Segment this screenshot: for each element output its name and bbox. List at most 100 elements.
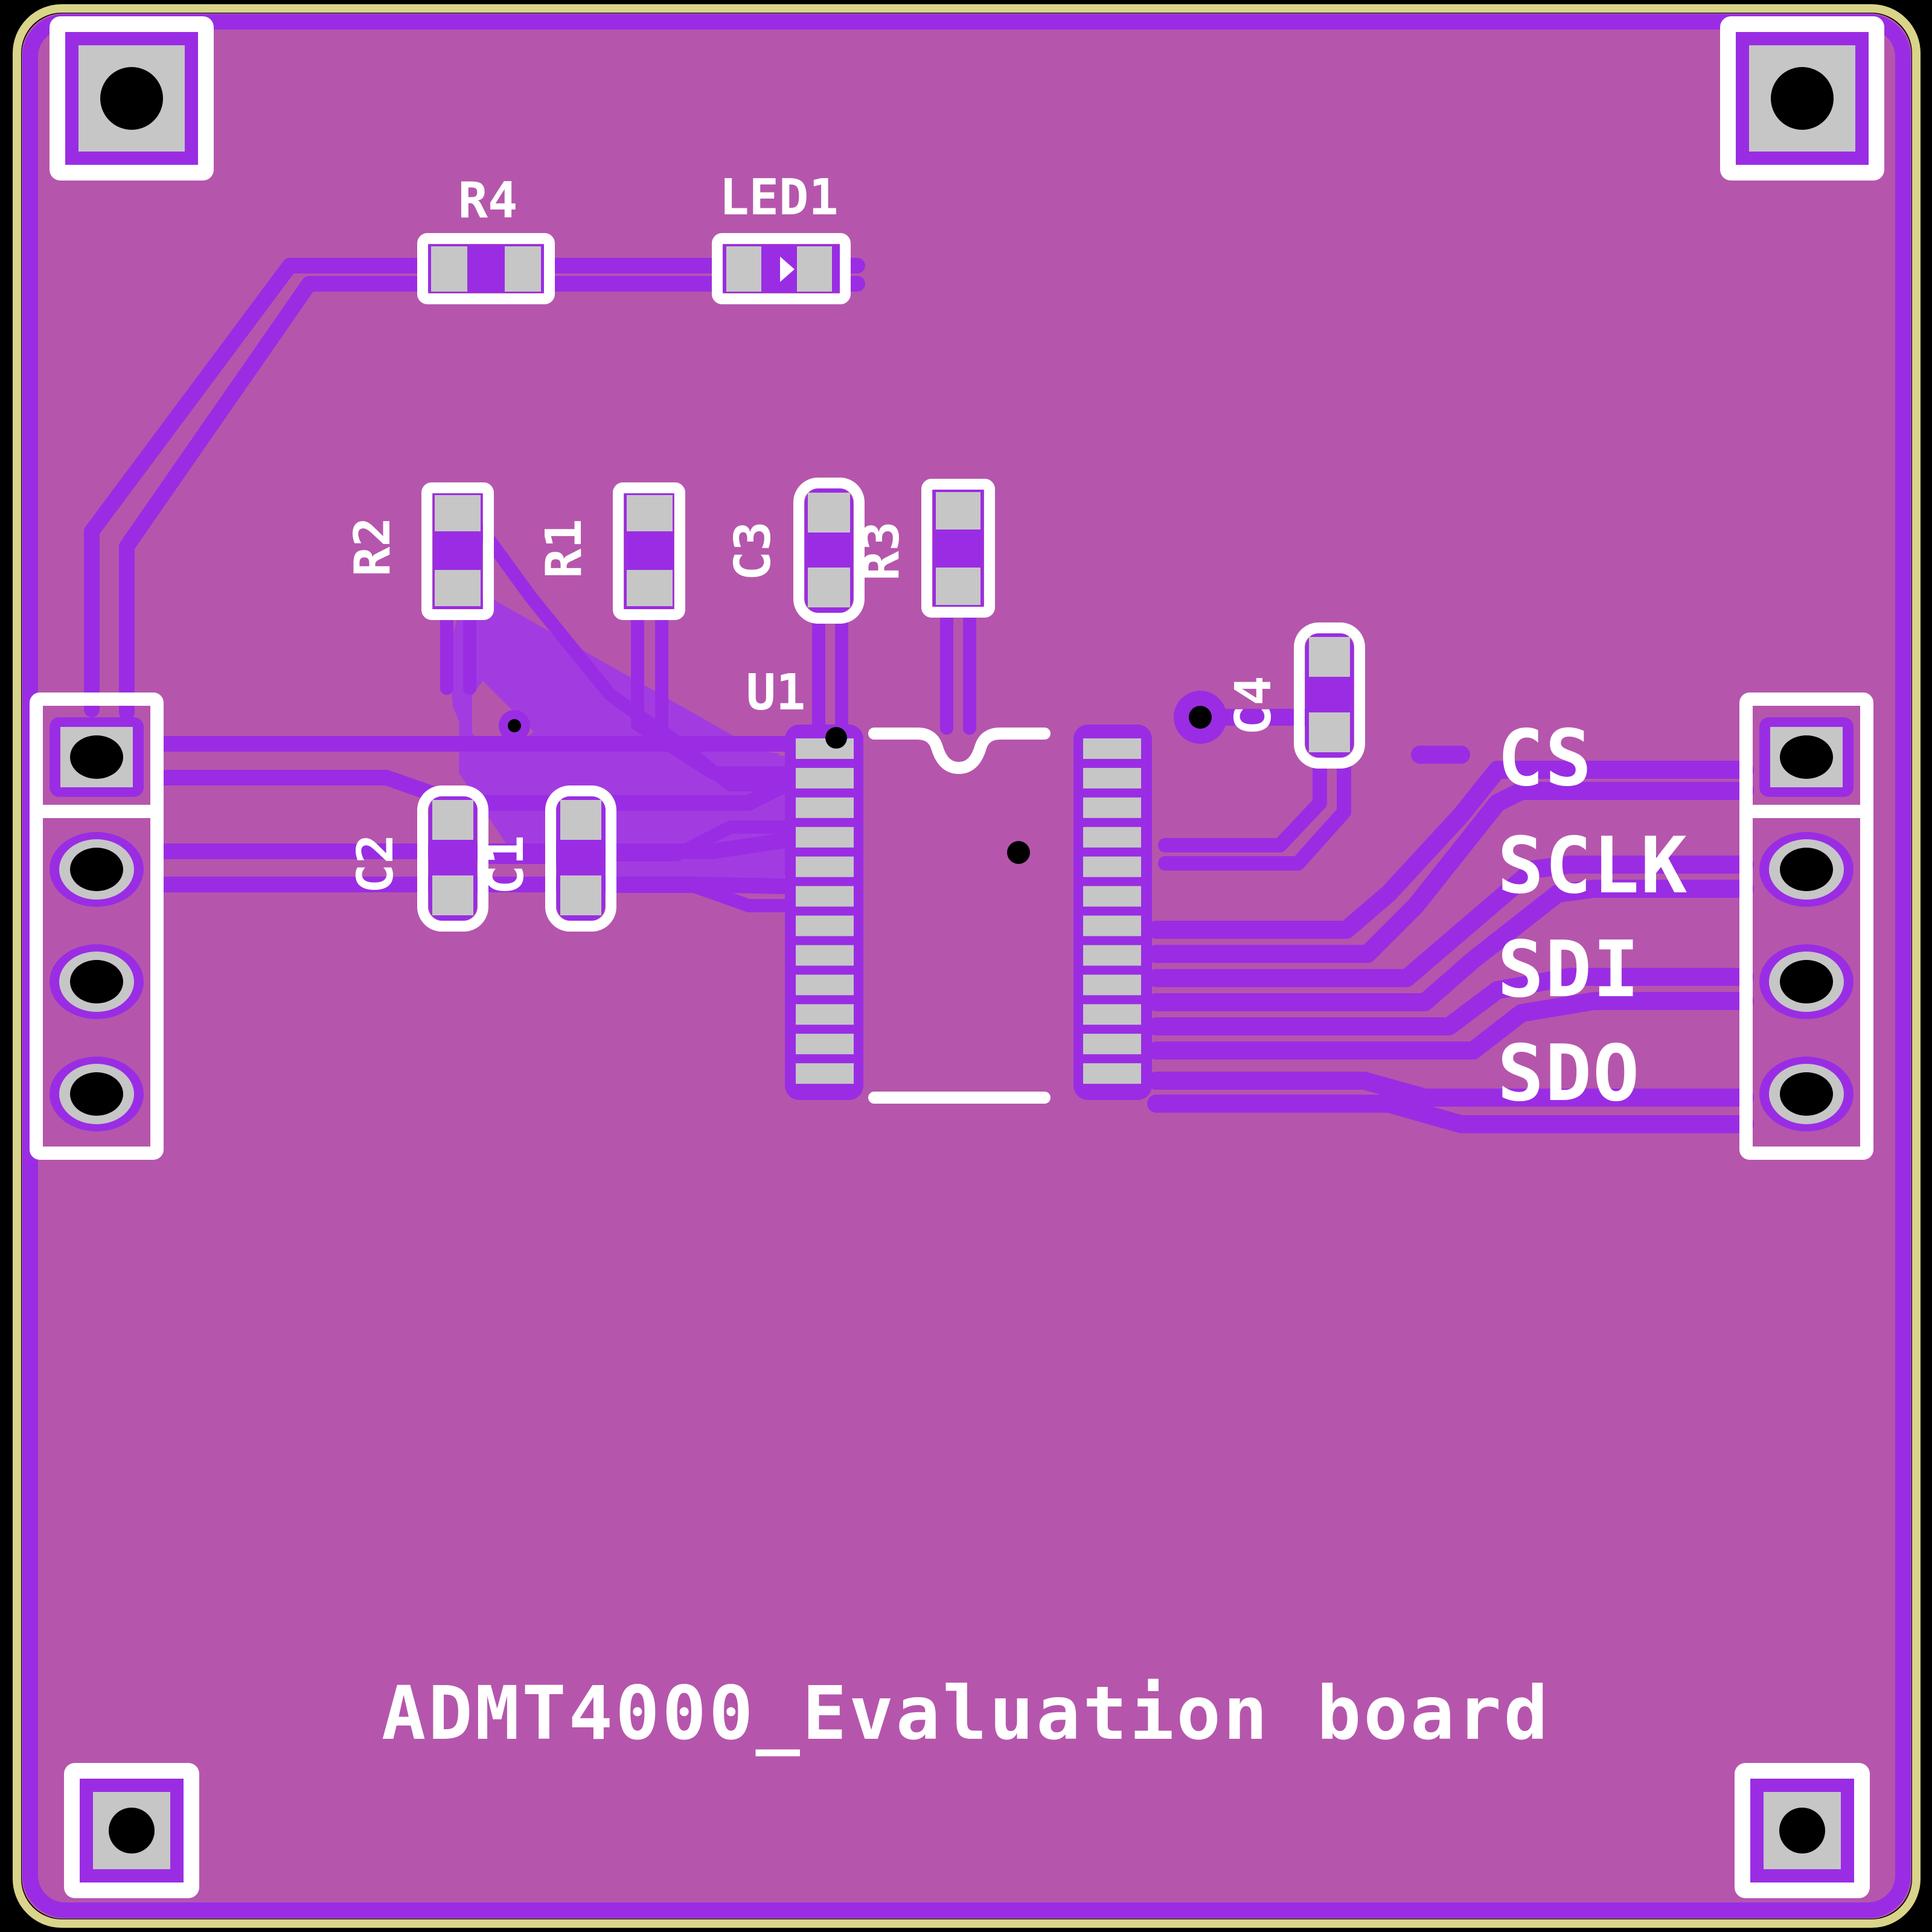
via-u1-right [1007,841,1030,864]
trace-sclk-b [1147,880,1754,1011]
capacitor-c1[interactable] [545,785,616,932]
u1-pad-left-8 [796,945,854,966]
component-pad-2 [936,568,980,605]
u1-silk-top-notch [868,728,1051,775]
trace-sdo-b [1147,1095,1754,1133]
label-r4: R4 [458,172,518,229]
connector-silk-outline [30,693,164,1160]
component-pad-2 [435,570,481,606]
connector-pin-1[interactable] [1759,717,1854,797]
component-silk-outline [793,478,865,624]
via-drill [1007,841,1030,864]
trace-sdi [1147,968,1754,1035]
resistor-r1[interactable] [613,482,685,620]
trace-sdo [1147,1072,1754,1107]
u1-pad-right-7 [1083,915,1141,936]
board-outline [13,4,1921,1928]
label-u1: U1 [746,664,806,721]
component-pad-1 [432,800,473,840]
capacitor-c3[interactable] [793,478,865,624]
connector-silk-outline [1739,693,1873,1160]
component-silk-outline [545,785,616,932]
components-group [417,233,1365,932]
u1-pad-left-7 [796,915,854,936]
pin-drill [1780,960,1833,1003]
signal-label-sdi: SDI [1497,925,1640,1015]
mount-hole-top-left[interactable] [50,16,214,181]
component-pad-1 [560,800,601,840]
u1-pad-left-3 [796,797,854,818]
mount-hole-bottom-right[interactable] [1735,1763,1870,1898]
connector-pin-2[interactable] [1759,832,1854,907]
pin-drill [70,1072,123,1116]
via-drill [825,727,847,749]
label-c4: C4 [1225,676,1282,735]
via-c4 [1174,691,1227,744]
vias-group [499,691,1227,864]
label-c3: C3 [724,521,782,581]
u1-pad-right-8 [1083,945,1141,966]
ic-u1-group[interactable] [785,724,1152,1104]
right-connector[interactable] [1739,693,1873,1160]
board-substrate [22,13,1911,1919]
connector-pin-1[interactable] [50,717,144,797]
pin-drill [1780,735,1833,779]
u1-pad-left-6 [796,886,854,907]
trace-j1-to-r4-a [84,258,437,717]
resistor-r2[interactable] [421,482,494,620]
connector-pin-2[interactable] [50,832,144,907]
u1-pad-left-11 [796,1034,854,1055]
mount-hole-top-right[interactable] [1720,16,1884,181]
via-drill [1189,706,1212,729]
resistor-r4[interactable] [417,233,555,304]
capacitor-c2[interactable] [417,785,488,932]
component-pad-1 [726,246,761,292]
mount-hole-drill [100,67,163,130]
trace-cs-b [1147,782,1754,963]
component-pad-1 [1309,637,1350,677]
u1-left-pads-group [796,738,854,1084]
signal-label-sdo: SDO [1497,1029,1640,1119]
connector-pin-3[interactable] [50,944,144,1019]
pin-drill [70,960,123,1003]
u1-pad-right-12 [1083,1063,1141,1084]
component-pad-2 [1309,712,1350,752]
mounting-holes-group [50,16,1884,1898]
trace-j1-p2-a [150,833,793,859]
label-r1: R1 [536,519,593,578]
label-led1: LED1 [719,169,838,226]
u1-pad-left-4 [796,827,854,848]
label-r2: R2 [344,517,401,577]
connector-pin-4[interactable] [50,1057,144,1131]
u1-pad-left-9 [796,974,854,996]
capacitor-c4[interactable] [1294,622,1365,769]
mount-hole-drill [109,1808,155,1854]
component-pad-1 [435,495,481,531]
connector-pin-3[interactable] [1759,944,1854,1019]
u1-pad-right-2 [1083,767,1141,788]
label-r3: R3 [853,521,910,581]
component-silk-outline [421,482,494,620]
component-silk-outline [613,482,685,620]
resistor-r3[interactable] [921,479,995,618]
u1-pad-right-5 [1083,856,1141,877]
led-led1[interactable] [712,233,851,304]
trace-c4-down-b [1158,758,1351,871]
mount-hole-bottom-left[interactable] [64,1763,199,1898]
u1-pad-right-3 [1083,797,1141,818]
u1-pad-right-11 [1083,1034,1141,1055]
trace-c1-right-b [604,880,792,912]
u1-pad-left-10 [796,1004,854,1025]
connector-pin-4[interactable] [1759,1057,1854,1131]
u1-pad-right-10 [1083,1004,1141,1025]
connectors-group [30,693,1873,1160]
u1-pad-left-12 [796,1063,854,1084]
pin-drill [1780,1072,1833,1116]
left-connector[interactable] [30,693,164,1160]
component-silk-outline [417,785,488,932]
component-pad-2 [627,570,673,606]
component-pad-2 [808,568,850,607]
